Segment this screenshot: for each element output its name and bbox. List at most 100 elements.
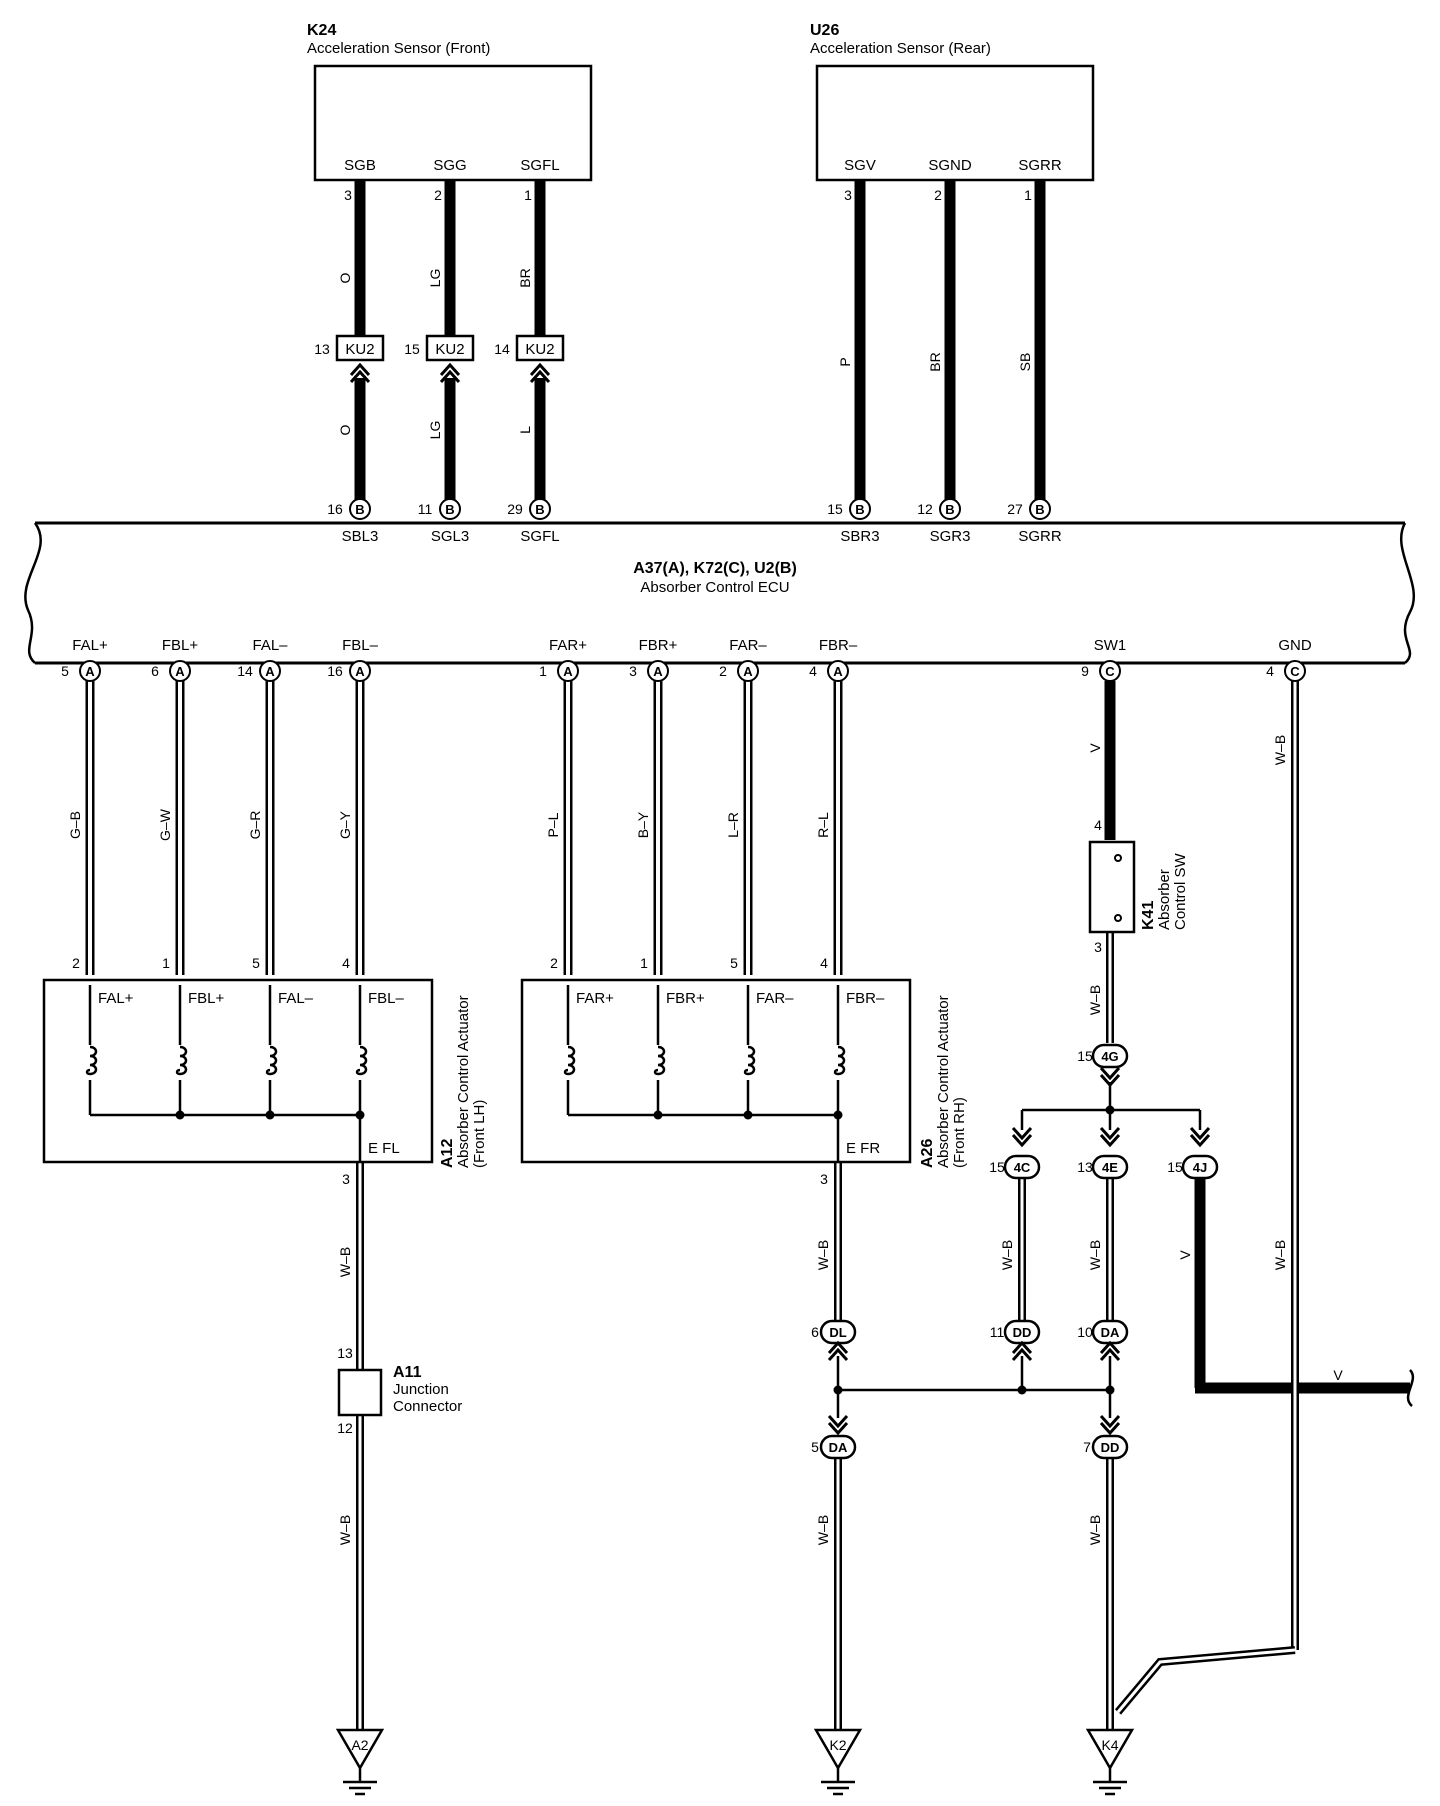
ecu-terminal: FBR+: [639, 637, 678, 654]
ecu-terminal: FBL–: [342, 637, 379, 654]
junction-dot: [833, 1385, 843, 1395]
ecu-terminal: SGRR: [1018, 528, 1062, 545]
actuator-pin: 5: [252, 955, 260, 971]
switch-pin: 4: [1094, 817, 1102, 833]
ecu-title: A37(A), K72(C), U2(B): [633, 560, 797, 577]
junction-name: Connector: [393, 1398, 462, 1415]
wire-color: B–Y: [635, 811, 651, 838]
ecu-pin-number: 11: [418, 501, 433, 517]
coil-icon: [653, 1045, 666, 1076]
ecu-pin-number: 27: [1007, 501, 1023, 517]
ecu-pin-number: 16: [327, 663, 343, 679]
sensor-code: K24: [307, 22, 336, 39]
ecu-pin: [849, 498, 871, 520]
ecu-terminal: SGFL: [520, 528, 559, 545]
coil-icon: [833, 1045, 846, 1076]
connector-chevron: [1189, 1126, 1211, 1148]
ecu-pin-label: B: [1035, 502, 1044, 517]
junction-dot: [355, 1110, 365, 1120]
connector-da-label: DA: [1101, 1325, 1120, 1340]
actuator-pin: 2: [72, 955, 80, 971]
ecu-pin-label: A: [355, 664, 365, 679]
connector-pin: 13: [1077, 1159, 1093, 1175]
wire-color: P: [837, 357, 853, 366]
actuator-ground-pin: 3: [342, 1171, 350, 1187]
junction-dot: [265, 1110, 275, 1120]
junction-dot: [1105, 1385, 1115, 1395]
wire-color: W–B: [337, 1515, 353, 1545]
ku2-label: KU2: [345, 341, 374, 358]
ecu-pin: [647, 660, 669, 682]
ecu-pin-number: 1: [539, 663, 547, 679]
connector-dd-lower: [1091, 1434, 1129, 1460]
ku2-pin: 13: [314, 341, 330, 357]
wire-color: W–B: [1087, 1240, 1103, 1270]
junction-pin: 13: [337, 1345, 353, 1361]
connector-pin: 15: [1167, 1159, 1183, 1175]
wire-color: G–Y: [337, 810, 353, 839]
wire-color: W–B: [337, 1247, 353, 1277]
connector-pin: 10: [1077, 1324, 1093, 1340]
ecu-pin: [557, 660, 579, 682]
connector-4c-label: 4C: [1014, 1160, 1031, 1175]
wire-color: W–B: [999, 1240, 1015, 1270]
ecu-pin-number: 16: [327, 501, 343, 517]
ground-label: A2: [351, 1737, 368, 1753]
wire-color: V: [1177, 1250, 1193, 1260]
ecu-pin-number: 29: [507, 501, 523, 517]
wire-color: L: [517, 426, 533, 434]
ecu-pin-label: A: [653, 664, 663, 679]
actuator-terminal: FBR+: [666, 990, 705, 1007]
connector-chevron: [1099, 1066, 1121, 1088]
ecu-terminal: SBR3: [840, 528, 879, 545]
ecu-pin-label: A: [265, 664, 275, 679]
ecu-pin: [529, 498, 551, 520]
wire-color: V: [1087, 743, 1103, 753]
ecu-pin-label: C: [1105, 664, 1115, 679]
ecu-terminal: FAR–: [729, 637, 767, 654]
ecu-pin: [79, 660, 101, 682]
ecu-terminal: FBR–: [819, 637, 858, 654]
ecu-box: A37(A), K72(C), U2(B) Absorber Control E…: [24, 521, 1416, 665]
ecu-pin-number: 4: [1266, 663, 1274, 679]
wire-color: L–R: [725, 812, 741, 838]
ground-triangle: [335, 1728, 385, 1771]
ecu-pin-label: B: [355, 502, 364, 517]
sensor-pin: 3: [344, 187, 352, 203]
ecu-pin: [259, 660, 281, 682]
wire-color: BR: [927, 352, 943, 371]
ecu-pin-number: 9: [1081, 663, 1089, 679]
wire-color: G–B: [67, 811, 83, 839]
ecu-pin-number: 14: [237, 663, 253, 679]
wire-color: P–L: [545, 812, 561, 837]
wire-color: W–B: [1272, 1240, 1288, 1270]
connector-chevron: [529, 362, 551, 384]
sensor-code: U26: [810, 22, 839, 39]
sensor-pin: 2: [934, 187, 942, 203]
sensor-pin: 1: [524, 187, 532, 203]
connector-4j: [1181, 1154, 1219, 1180]
sensor-pin: 2: [434, 187, 442, 203]
ecu-terminal: SGR3: [930, 528, 971, 545]
coil-icon: [265, 1045, 278, 1076]
ecu-pin-label: A: [833, 664, 843, 679]
ground-triangle: [1085, 1728, 1135, 1771]
ecu-pin-number: 15: [827, 501, 843, 517]
rear-acceleration-sensor: U26 Acceleration Sensor (Rear): [810, 22, 1095, 182]
coil-icon: [85, 1045, 98, 1076]
wire-color: BR: [517, 268, 533, 287]
junction-dot: [743, 1110, 753, 1120]
switch-box: [1088, 840, 1136, 934]
wire-color: W–B: [815, 1515, 831, 1545]
ground-label: K2: [829, 1737, 846, 1753]
junction-connector-box: [337, 1368, 383, 1417]
switch-name: Control SW: [1172, 852, 1189, 930]
actuator-terminal: FAL+: [98, 990, 134, 1007]
ecu-pin: [169, 660, 191, 682]
wire-color: W–B: [815, 1240, 831, 1270]
ecu-pin-label: A: [85, 664, 95, 679]
connector-chevron: [827, 1340, 849, 1362]
gnd-wire-bend-inner: [1116, 1648, 1296, 1713]
ecu-terminal: GND: [1278, 637, 1312, 654]
